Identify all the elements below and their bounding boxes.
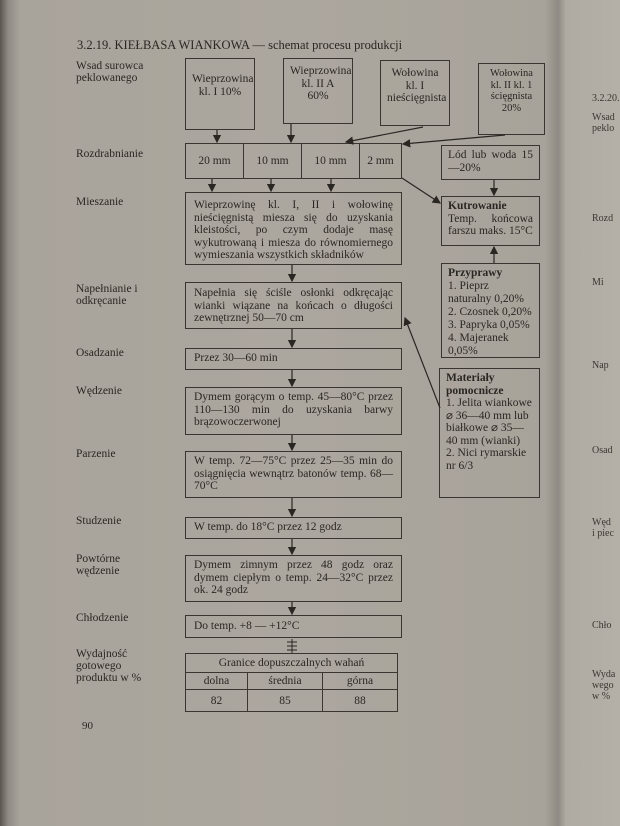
grinding-row: 20 mm 10 mm 10 mm 2 mm [185,143,402,179]
right-page-text: i piec [592,528,614,539]
przyprawy-item: 2. Czosnek 0,20% [448,306,532,318]
stage-wsad: Wsad surowca peklowanego [76,60,144,84]
right-page-text: Chło [592,620,612,631]
right-page-text: Nap [592,360,609,371]
chlodzenie-box: Do temp. +8 — +12°C [185,615,402,638]
grinding-cell: 10 mm [302,144,360,178]
right-page-text: peklo [592,123,615,134]
yield-connector [287,639,297,653]
arrow [403,316,441,409]
przyprawy-box: Przyprawy 1. Pieprz naturalny 0,20% 2. C… [441,263,540,358]
kutrowanie-text: Temp. końcowa farszu maks. 15°C [448,212,533,238]
przyprawy-title: Przyprawy [448,267,503,279]
materialy-box: Materiały pomocnicze 1. Jelita wiankowe … [439,368,540,498]
stage-rozdrabnianie: Rozdrabnianie [76,148,144,160]
stage-parzenie: Parzenie [76,448,116,460]
raw-material-box: Wieprzowina kl. II A 60% [283,58,353,124]
yield-value: 88 [322,689,398,712]
yield-table: Granice dopuszczalnych wahań dolna średn… [185,653,398,712]
stage-wydajnosc: Wydajność gotowego produktu w % [76,648,142,684]
napelnianie-box: Napełnia się ściśle osłonki odkręcając w… [185,282,402,329]
przyprawy-item: 1. Pieprz naturalny 0,20% [448,280,525,305]
right-page-text: 3.2.20. [592,93,620,104]
materialy-item: 1. Jelita wiankowe ⌀ 36—40 mm lub białko… [446,397,532,447]
page-title: 3.2.19. KIEŁBASA WIANKOWA — schemat proc… [77,38,403,52]
stage-mieszanie: Mieszanie [76,196,124,208]
ice-box: Lód lub woda 15—20% [441,145,540,180]
arrow [344,126,424,145]
przyprawy-item: 4. Majeranek 0,05% [448,332,509,357]
przyprawy-item: 3. Papryka 0,05% [448,319,530,331]
materialy-item: 2. Nici rymarskie nr 6/3 [446,447,527,472]
right-page-text: Osad [592,445,613,456]
studzenie-box: W temp. do 18°C przez 12 godz [185,517,402,539]
parzenie-box: W temp. 72—75°C przez 25—35 min do osiąg… [185,451,402,498]
right-page-text: Mi [592,277,604,288]
right-page-text: Wyda [592,669,616,680]
right-page-text: w % [592,691,611,702]
stage-osadzanie: Osadzanie [76,347,124,359]
right-page-text: wego [592,680,614,691]
right-page-text: Węd [592,517,611,528]
yield-value: 82 [185,689,248,712]
stage-napelnianie: Napełnianie i odkręcanie [76,283,138,307]
grinding-cell: 2 mm [367,154,394,167]
kutrowanie-box: Kutrowanie Temp. końcowa farszu maks. 15… [441,196,540,246]
raw-material-box: Wołowina kl. I nieścięgnista [380,60,450,126]
osadzanie-box: Przez 30—60 min [185,348,402,370]
page-number: 90 [82,720,93,732]
right-page-text: Rozd [592,213,614,224]
right-page-text: Wsad [592,112,615,123]
raw-material-box: Wieprzowina kl. I 10% [185,58,255,130]
arrow [401,134,506,148]
stage-powtorne: Powtórne wędzenie [76,553,121,577]
materialy-title: Materiały pomocnicze [446,372,504,397]
yield-col-header: dolna [185,672,248,690]
grinding-cell: 20 mm [186,144,244,178]
grinding-cell: 10 mm [244,144,302,178]
mieszanie-box: Wieprzowinę kl. I, II i wołowinę nieścię… [185,192,402,265]
kutrowanie-title: Kutrowanie [448,200,507,212]
arrow [401,177,442,204]
stage-wedzenie: Wędzenie [76,385,122,397]
raw-material-box: Wołowina kl. II kl. 1 ścięgnista 20% [478,63,545,135]
yield-value: 85 [247,689,323,712]
yield-col-header: średnia [247,672,323,690]
stage-studzenie: Studzenie [76,515,122,527]
powtorne-box: Dymem zimnym przez 48 godz oraz dymem ci… [185,555,402,602]
stage-chlodzenie: Chłodzenie [76,612,129,624]
wedzenie-box: Dymem gorącym o temp. 45—80°C przez 110—… [185,387,402,435]
yield-col-header: górna [322,672,398,690]
